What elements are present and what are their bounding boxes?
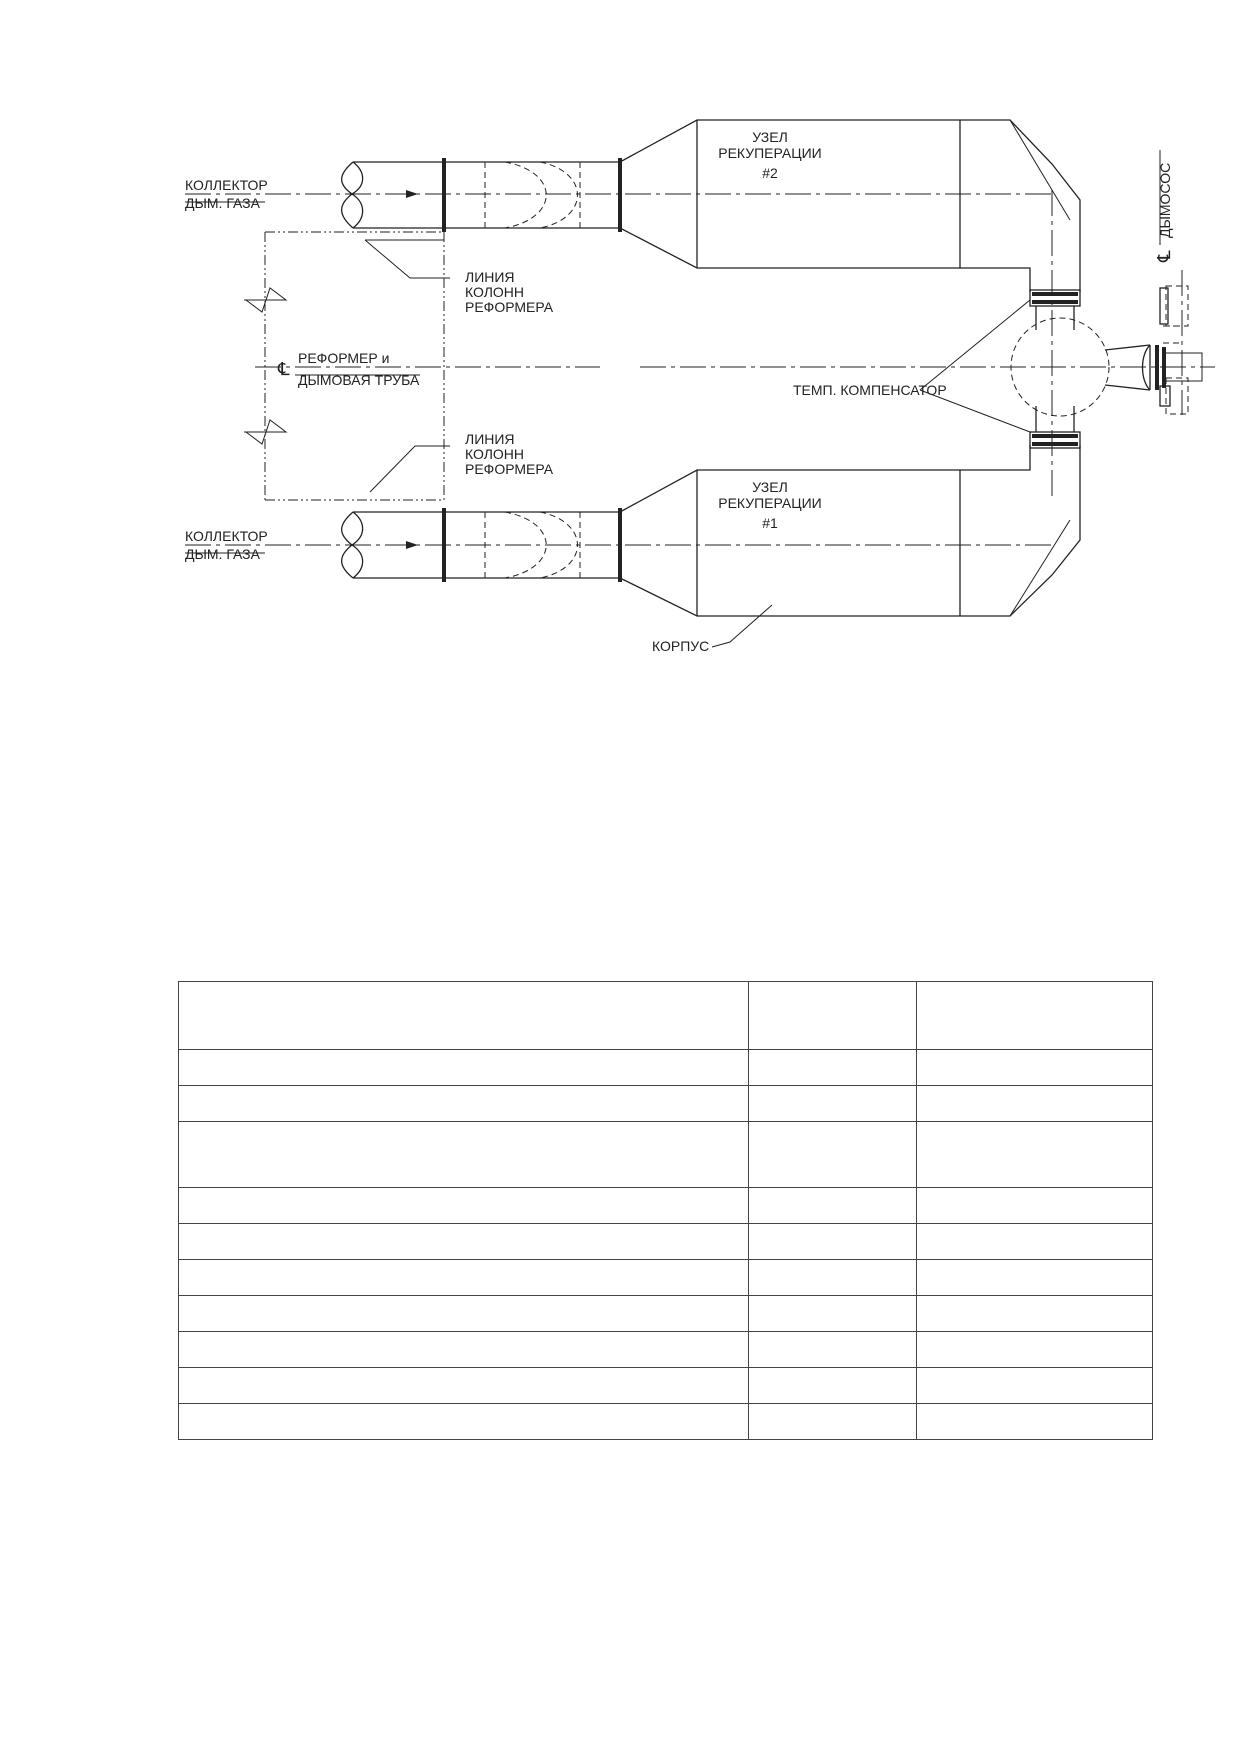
table-cell [916, 981, 1153, 1050]
top-collector-duct [340, 158, 622, 232]
table-cell [178, 1367, 749, 1404]
table-row [178, 1295, 1153, 1332]
label-column-line-bottom-3: РЕФОРМЕРА [465, 461, 554, 477]
label-collector-bottom-line2: ДЫМ. ГАЗА [185, 546, 261, 562]
table-cell [916, 1259, 1153, 1296]
label-exhauster-text: ДЫМОСОС [1157, 163, 1173, 238]
table-cell [916, 1049, 1153, 1086]
label-collector-top: КОЛЛЕКТОР ДЫМ. ГАЗА [185, 177, 268, 211]
table-header-row [178, 981, 1153, 1050]
table-row [178, 1331, 1153, 1368]
reformer-outline [244, 231, 445, 501]
table-cell [916, 1187, 1153, 1224]
table-cell [748, 981, 917, 1050]
table-cell [748, 1331, 917, 1368]
label-recovery-unit-2-line1: УЗЕЛ [752, 129, 788, 145]
centerline-symbol: ℄ [277, 359, 290, 379]
label-collector-bottom: КОЛЛЕКТОР ДЫМ. ГАЗА [185, 528, 268, 562]
label-collector-bottom-line1: КОЛЛЕКТОР [185, 528, 268, 544]
table-cell [916, 1331, 1153, 1368]
table-cell [178, 1187, 749, 1224]
label-exhauster: ДЫМОСОС ℄ [1154, 163, 1174, 263]
label-recovery-unit-2: УЗЕЛ РЕКУПЕРАЦИИ #2 [718, 129, 822, 181]
label-column-line-top-3: РЕФОРМЕРА [465, 299, 554, 315]
recovery-unit-2 [619, 119, 1081, 292]
leader-lines [185, 150, 1161, 648]
table-cell [748, 1187, 917, 1224]
table-cell [748, 1049, 917, 1086]
label-column-line-bottom-1: ЛИНИЯ [465, 431, 515, 447]
label-column-line-bottom: ЛИНИЯ КОЛОНН РЕФОРМЕРА [465, 431, 554, 477]
table-cell [178, 1295, 749, 1332]
table-cell [916, 1223, 1153, 1260]
label-column-line-top-1: ЛИНИЯ [465, 269, 515, 285]
table-cell [916, 1295, 1153, 1332]
exhauster-centerline-symbol: ℄ [1154, 250, 1174, 263]
label-collector-top-line1: КОЛЛЕКТОР [185, 177, 268, 193]
label-recovery-unit-1-line3: #1 [762, 515, 778, 531]
table-row [178, 1121, 1153, 1188]
recovery-unit-1 [619, 445, 1081, 617]
table-cell [178, 1259, 749, 1296]
label-recovery-unit-1-line1: УЗЕЛ [752, 479, 788, 495]
table-cell [916, 1085, 1153, 1122]
label-column-line-top-2: КОЛОНН [465, 284, 524, 300]
exhauster-outlet [1104, 285, 1203, 415]
central-chamber [1010, 317, 1110, 417]
label-column-line-bottom-2: КОЛОНН [465, 446, 524, 462]
table-row [178, 1223, 1153, 1260]
table-cell [916, 1403, 1153, 1440]
flue-gas-system-drawing: КОЛЛЕКТОР ДЫМ. ГАЗА КОЛЛЕКТОР ДЫМ. ГАЗА … [185, 119, 1215, 654]
table-row [178, 1187, 1153, 1224]
label-casing: КОРПУС [652, 638, 709, 654]
label-recovery-unit-2-line3: #2 [762, 165, 778, 181]
table-cell [748, 1085, 917, 1122]
table-cell [178, 1121, 749, 1188]
table-cell [178, 1049, 749, 1086]
table-cell [748, 1223, 917, 1260]
table-cell [748, 1259, 917, 1296]
table-row [178, 1259, 1153, 1296]
bottom-collector-duct [340, 508, 622, 582]
expansion-joint-bottom [1029, 406, 1081, 449]
table-row [178, 1049, 1153, 1086]
table-cell [748, 1403, 917, 1440]
table-cell [916, 1367, 1153, 1404]
label-collector-top-line2: ДЫМ. ГАЗА [185, 195, 261, 211]
table-cell [748, 1121, 917, 1188]
table-row [178, 1085, 1153, 1122]
table-cell [178, 1085, 749, 1122]
label-column-line-top: ЛИНИЯ КОЛОНН РЕФОРМЕРА [465, 269, 554, 315]
table-cell [178, 1223, 749, 1260]
table-row [178, 1403, 1153, 1440]
specification-table [178, 981, 1153, 1440]
table-cell [748, 1367, 917, 1404]
label-recovery-unit-1: УЗЕЛ РЕКУПЕРАЦИИ #1 [718, 479, 822, 531]
table-cell [178, 1403, 749, 1440]
label-recovery-unit-1-line2: РЕКУПЕРАЦИИ [718, 495, 822, 511]
label-temp-compensator: ТЕМП. КОМПЕНСАТОР [793, 382, 947, 398]
table-cell [916, 1121, 1153, 1188]
label-reformer-axis-line1: РЕФОРМЕР и [298, 350, 389, 366]
table-row [178, 1367, 1153, 1404]
table-cell [178, 981, 749, 1050]
table-cell [178, 1331, 749, 1368]
label-reformer-axis: ℄ РЕФОРМЕР и ДЫМОВАЯ ТРУБА [277, 350, 420, 388]
table-cell [748, 1295, 917, 1332]
label-reformer-axis-line2: ДЫМОВАЯ ТРУБА [298, 372, 420, 388]
expansion-joint-top [1029, 289, 1081, 330]
label-recovery-unit-2-line2: РЕКУПЕРАЦИИ [718, 145, 822, 161]
